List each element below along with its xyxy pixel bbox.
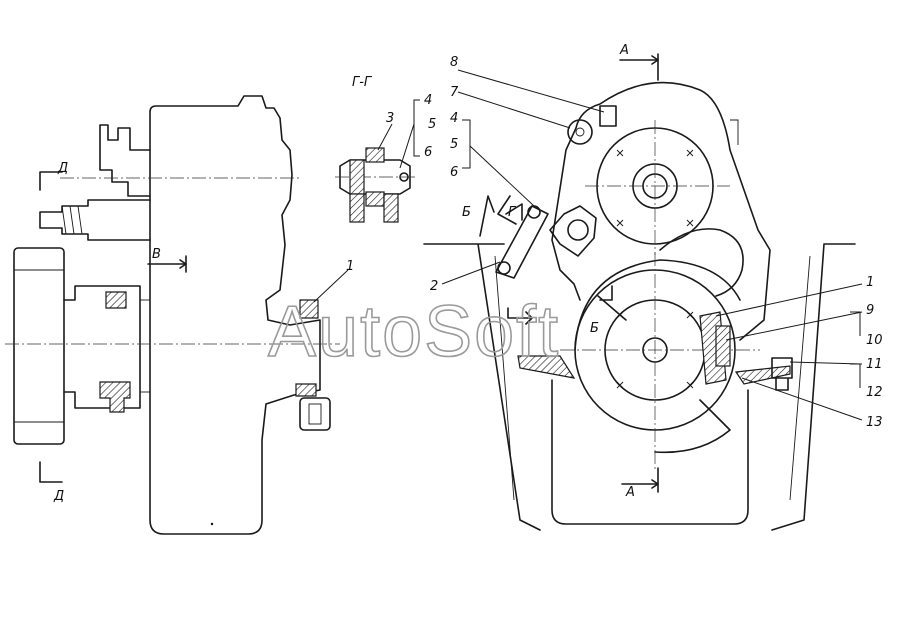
section-mark-b-right: Б	[590, 321, 599, 336]
seal-right-upper	[299, 299, 319, 319]
frame-rail-left	[423, 243, 541, 531]
hub	[63, 285, 141, 409]
section-mark-a-top: А	[619, 43, 629, 58]
drain-plug	[299, 397, 331, 431]
adjust-knob	[549, 205, 597, 257]
bolt-8	[599, 105, 617, 127]
callout-sec-6: 6	[424, 145, 432, 160]
input-shaft	[39, 199, 151, 241]
callout-r-13: 13	[866, 415, 883, 430]
watermark: AutoSoft	[268, 292, 560, 372]
lever-upper	[349, 159, 365, 195]
bushing-lower	[365, 191, 385, 207]
section-mark-d-bottom: Д	[53, 489, 64, 504]
callout-r-5: 5	[450, 137, 458, 152]
seal-right-lower	[295, 383, 317, 397]
top-gear-profile	[99, 124, 151, 197]
callout-r-6: 6	[450, 165, 458, 180]
right-view: А А Б Б Г 8 7 4 5 6 2 1 9 10 11 12	[423, 43, 883, 531]
section-mark-a-bottom: А	[625, 485, 635, 500]
main-housing	[149, 95, 321, 535]
callout-sec-4: 4	[424, 93, 432, 108]
pan-lip	[517, 355, 576, 379]
callout-r-4: 4	[450, 111, 458, 126]
callout-left-1: 1	[346, 259, 354, 274]
callout-r-2: 2	[430, 279, 438, 294]
callout-r-11: 11	[866, 357, 883, 372]
section-mark-b-left: Б	[462, 205, 471, 220]
section-mark-g: Г	[508, 205, 517, 220]
lower-housing	[551, 379, 749, 525]
callout-r-1: 1	[866, 275, 874, 290]
bolt-11	[771, 357, 793, 391]
callout-r-10: 10	[866, 333, 883, 348]
callout-sec-3: 3	[386, 111, 394, 126]
frame-rail-right	[771, 243, 856, 531]
seal-lower	[99, 381, 131, 413]
lever-lower	[349, 193, 365, 223]
callout-r-8: 8	[450, 55, 458, 70]
pulley-flange	[13, 247, 65, 445]
idler-gear	[659, 228, 744, 297]
bushing-upper	[365, 147, 385, 163]
callout-r-7: 7	[450, 85, 459, 100]
upper-pivot	[567, 119, 593, 145]
section-mark-v: В	[152, 247, 161, 262]
section-title: Г-Г	[352, 75, 373, 90]
shift-lever	[495, 205, 549, 279]
callout-sec-5: 5	[428, 117, 436, 132]
upper-housing	[575, 81, 771, 341]
section-mark-d-top: Д	[57, 161, 68, 176]
section-g-g: Г-Г 3 4 5 6	[335, 75, 436, 223]
seal-upper	[105, 291, 127, 309]
callout-r-9: 9	[866, 303, 874, 318]
left-view: Д Д В 1	[5, 95, 354, 535]
callout-r-12: 12	[866, 385, 883, 400]
